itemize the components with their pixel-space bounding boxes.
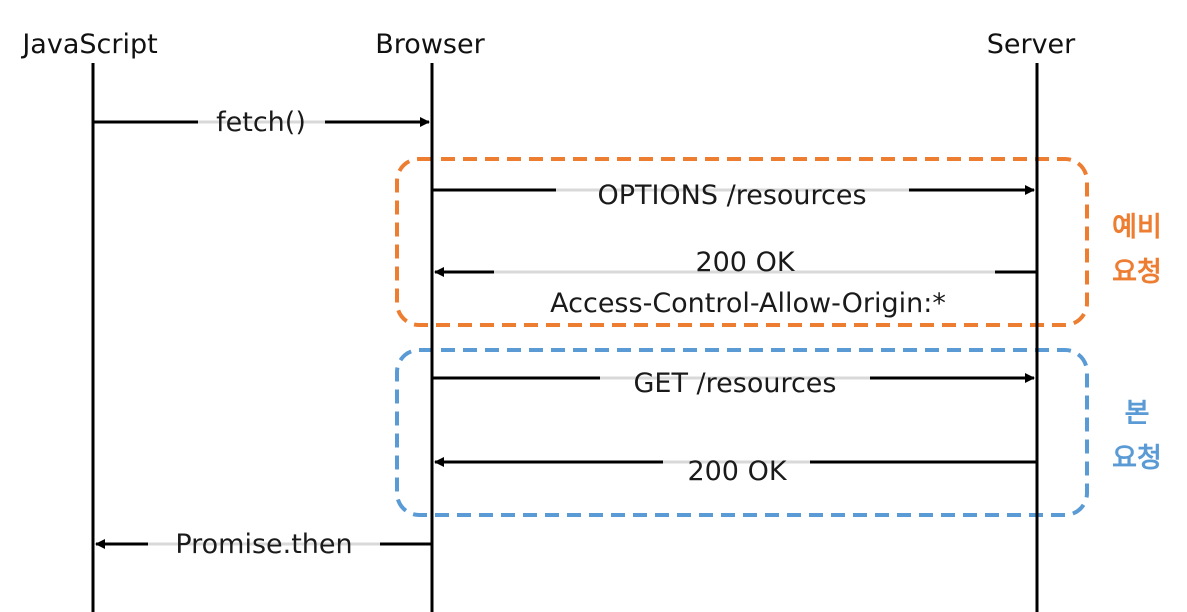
- preflight-header-label: Access-Control-Allow-Origin:*: [550, 288, 946, 319]
- javascript-actor-label: JavaScript: [20, 29, 157, 60]
- preflight-status-label: 200 OK: [695, 247, 795, 278]
- preflight-group-label-line2: 요청: [1112, 257, 1162, 288]
- fetch-message: fetch(): [93, 107, 430, 138]
- main-status-label: 200 OK: [687, 456, 787, 487]
- get-label: GET /resources: [633, 368, 836, 399]
- browser-actor-label: Browser: [375, 29, 485, 60]
- main-response-message: 200 OK: [434, 456, 1037, 487]
- promise-label: Promise.then: [175, 529, 352, 560]
- promise-message: Promise.then: [95, 529, 432, 560]
- preflight-group-label-line1: 예비: [1112, 212, 1162, 243]
- get-request-message: GET /resources: [432, 368, 1035, 399]
- preflight-response-message: 200 OK Access-Control-Allow-Origin:*: [434, 247, 1037, 319]
- main-group-label-line2: 요청: [1112, 443, 1162, 474]
- options-request-message: OPTIONS /resources: [432, 180, 1035, 211]
- server-actor-label: Server: [987, 29, 1076, 60]
- options-label: OPTIONS /resources: [597, 180, 866, 211]
- fetch-label: fetch(): [216, 107, 306, 138]
- main-group-label-line1: 본: [1125, 398, 1150, 429]
